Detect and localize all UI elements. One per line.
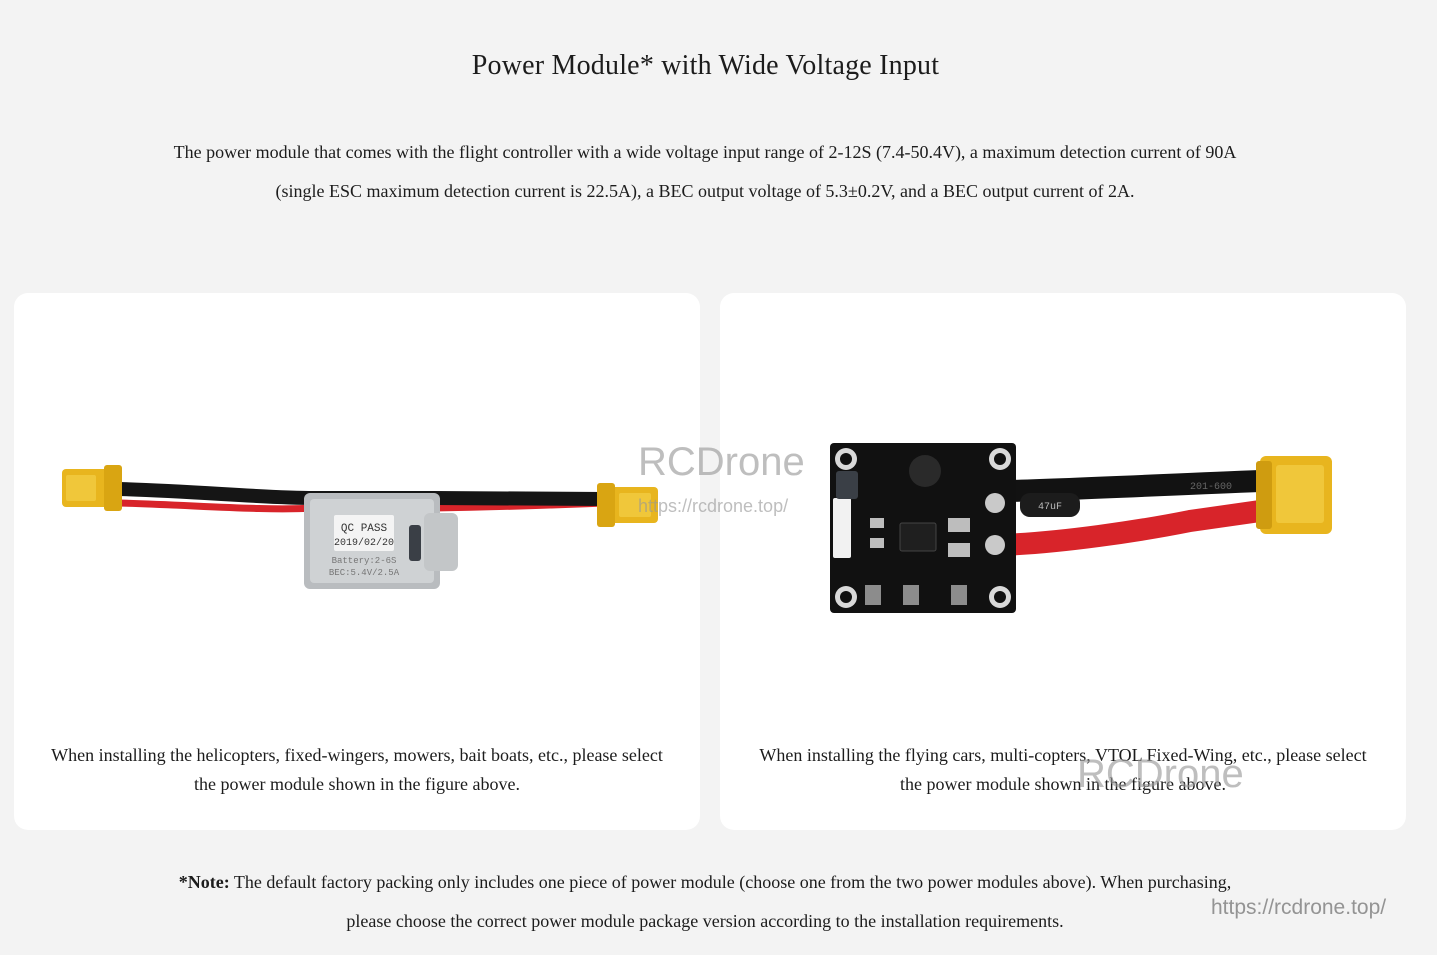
wire-marking: 201-600 [1190,482,1232,493]
power-module-image-xt60: 201-600 47uF [830,443,1332,613]
caption-line-1: When installing the helicopters, fixed-w… [51,745,663,765]
page-title: Power Module* with Wide Voltage Input [471,50,940,81]
packing-note: *Note: The default factory packing only … [80,863,1330,941]
xt-connector-left [62,465,122,511]
caption-line-2: the power module shown in the figure abo… [194,774,520,794]
qc-label-line-2: 2019/02/20 [334,537,394,549]
intro-line-1: The power module that comes with the fli… [173,142,1237,162]
note-line-2: please choose the correct power module p… [346,911,1064,931]
intro-text: The power module that comes with the fli… [80,133,1330,211]
wrapped-board: QC PASS 2019/02/20 Battery:2-6S BEC:5.4V… [304,493,458,589]
board-label-line-4: BEC:5.4V/2.5A [329,568,400,578]
card-caption-xt60: When installing the flying cars, multi-c… [720,741,1406,799]
capacitor-marking: 47uF [1038,502,1062,513]
note-text-1: The default factory packing only include… [229,872,1232,892]
caption-line-1: When installing the flying cars, multi-c… [759,745,1367,765]
board-label-line-3: Battery:2-6S [332,556,397,566]
xt-connector-right [597,483,658,527]
note-prefix: *Note: [178,872,230,892]
xt60-connector [1256,456,1332,534]
qc-label-line-1: QC PASS [341,523,388,535]
note-line-1: *Note: The default factory packing only … [80,863,1330,902]
power-module-card-standard: QC PASS 2019/02/20 Battery:2-6S BEC:5.4V… [14,293,700,830]
card-caption-standard: When installing the helicopters, fixed-w… [14,741,700,799]
caption-line-2: the power module shown in the figure abo… [900,774,1226,794]
intro-line-2: (single ESC maximum detection current is… [275,181,1135,201]
power-module-image-standard: QC PASS 2019/02/20 Battery:2-6S BEC:5.4V… [62,465,658,589]
pcb-board [830,443,1016,613]
power-module-card-xt60: 201-600 47uF [720,293,1406,830]
